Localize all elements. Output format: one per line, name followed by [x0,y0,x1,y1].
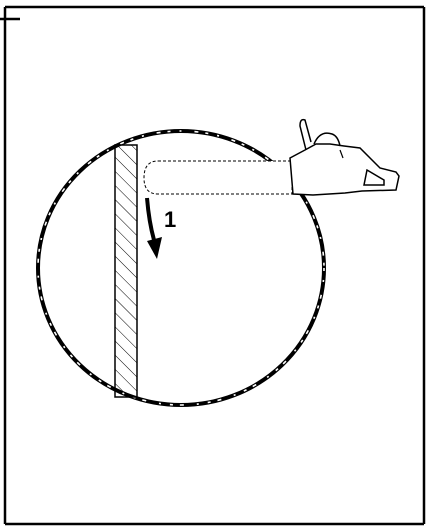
chainsaw-grip-slot [363,168,385,186]
chainsaw [143,118,400,196]
chainsaw-top-handle [313,132,341,147]
step-label: 1 [164,207,176,232]
chainsaw-rear-detail [339,149,344,159]
chainsaw-body [289,143,400,196]
hatched-section [114,144,138,398]
page-frame [0,5,426,526]
chainsaw-handle [299,118,312,151]
chainsaw-guide-bar [143,160,293,195]
rotation-arrow [145,197,162,259]
log-cross-section [36,129,326,407]
